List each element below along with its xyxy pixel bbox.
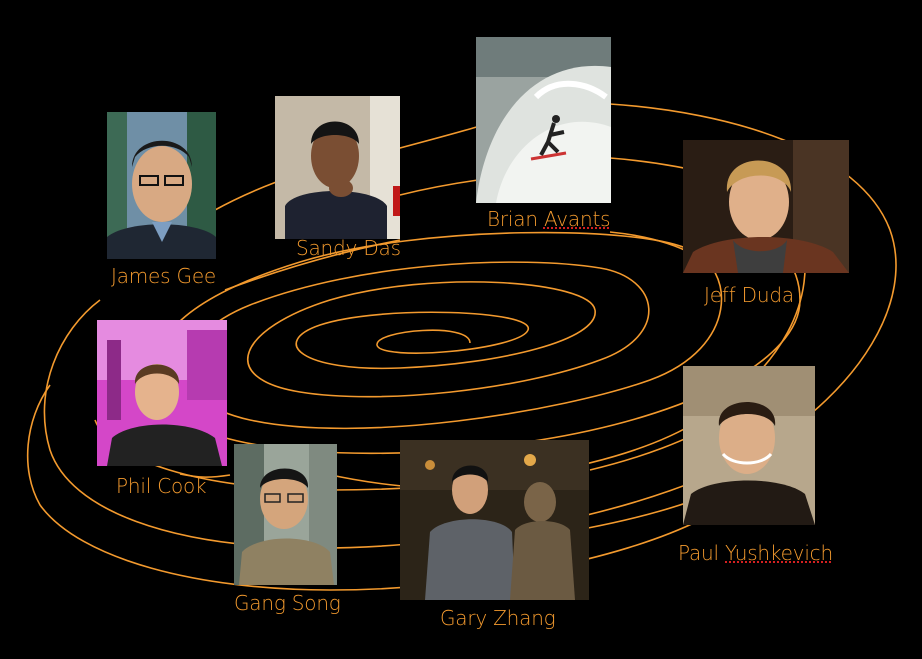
name-gang-song: Gang Song [234, 591, 341, 615]
portrait-blond-man-icon [683, 140, 849, 273]
photo-gang-song [234, 444, 337, 585]
name-brian-avants-last: Avants [543, 207, 611, 231]
photo-jeff-duda [683, 140, 849, 273]
name-paul-yushkevich-first: Paul [678, 541, 726, 565]
surfer-wave-icon [476, 37, 611, 203]
photo-james-gee [107, 112, 216, 259]
portrait-man-pink-background-icon [97, 320, 227, 466]
name-james-gee: James Gee [111, 264, 217, 288]
man-with-statue-icon [400, 440, 589, 600]
portrait-man-glasses-icon [107, 112, 216, 259]
portrait-man-smiling-icon [683, 366, 815, 525]
name-paul-yushkevich-last: Yushkevich [725, 541, 833, 565]
name-jeff-duda: Jeff Duda [704, 283, 794, 307]
name-sandy-das: Sandy Das [296, 236, 401, 260]
portrait-man-glasses-street-icon [234, 444, 337, 585]
photo-gary-zhang [400, 440, 589, 600]
name-paul-yushkevich: Paul Yushkevich [678, 541, 833, 565]
photo-sandy-das [275, 96, 400, 239]
portrait-man-thinking-icon [275, 96, 400, 239]
photo-brian-avants [476, 37, 611, 203]
name-gary-zhang: Gary Zhang [440, 606, 556, 630]
photo-paul-yushkevich [683, 366, 815, 525]
photo-phil-cook [97, 320, 227, 466]
name-brian-avants-first: Brian [487, 207, 544, 231]
name-brian-avants: Brian Avants [487, 207, 611, 231]
name-phil-cook: Phil Cook [116, 474, 207, 498]
